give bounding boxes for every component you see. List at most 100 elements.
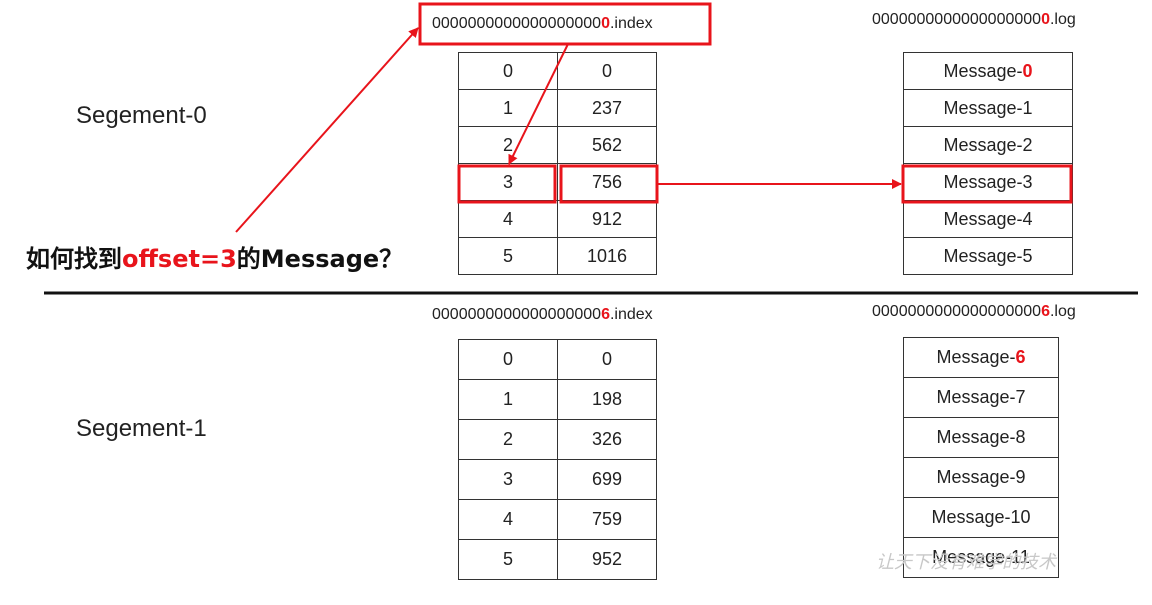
filename-prefix: 0000000000000000000 bbox=[872, 11, 1042, 28]
index-offset-cell: 0 bbox=[458, 339, 558, 380]
message-cell: Message-7 bbox=[903, 377, 1059, 418]
message-prefix: Message- bbox=[943, 60, 1023, 81]
message-number: 3 bbox=[1022, 171, 1033, 192]
filename-suffix: .log bbox=[1049, 303, 1076, 320]
message-cell: Message-2 bbox=[903, 126, 1073, 164]
message-number: 10 bbox=[1010, 507, 1031, 527]
index-offset-cell: 3 bbox=[458, 163, 558, 201]
index-position-cell: 759 bbox=[557, 499, 657, 540]
segment-1-log-filename: 00000000000000000006.log bbox=[872, 303, 1076, 321]
segment-1-index-filename: 00000000000000000006.index bbox=[432, 306, 653, 324]
message-cell: Message-8 bbox=[903, 417, 1059, 458]
message-cell: Message-6 bbox=[903, 337, 1059, 378]
index-position-cell: 699 bbox=[557, 459, 657, 500]
message-prefix: Message- bbox=[943, 208, 1023, 229]
table-row: Message-2 bbox=[903, 126, 1073, 164]
message-number: 7 bbox=[1015, 387, 1026, 407]
index-position-cell: 1016 bbox=[557, 237, 657, 275]
index-position-cell: 912 bbox=[557, 200, 657, 238]
question-text: 如何找到offset=3的Message？ bbox=[26, 239, 403, 274]
index-position-cell: 562 bbox=[557, 126, 657, 164]
filename-highlight: 0 bbox=[601, 15, 610, 32]
message-prefix: Message- bbox=[931, 507, 1011, 527]
filename-highlight: 6 bbox=[601, 306, 610, 323]
message-prefix: Message- bbox=[943, 245, 1023, 266]
index-position-cell: 326 bbox=[557, 419, 657, 460]
table-row: Message-0 bbox=[903, 52, 1073, 90]
segment-1-label: Segement-1 bbox=[76, 415, 207, 442]
message-number: 6 bbox=[1015, 347, 1026, 367]
filename-suffix: .log bbox=[1049, 11, 1076, 28]
filename-suffix: .index bbox=[609, 306, 653, 323]
filename-prefix: 0000000000000000000 bbox=[432, 15, 602, 32]
index-offset-cell: 0 bbox=[458, 52, 558, 90]
segment-0-label: Segement-0 bbox=[76, 102, 207, 129]
table-row: Message-11 bbox=[903, 537, 1059, 578]
index-position-cell: 237 bbox=[557, 89, 657, 127]
message-number: 2 bbox=[1022, 134, 1033, 155]
message-number: 5 bbox=[1022, 245, 1033, 266]
table-row: Message-9 bbox=[903, 457, 1059, 498]
index-position-cell: 0 bbox=[557, 52, 657, 90]
segment-0-log-table: Message-0 Message-1 Message-2 Message-3 … bbox=[903, 52, 1073, 275]
table-row: Message-8 bbox=[903, 417, 1059, 458]
index-position-cell: 198 bbox=[557, 379, 657, 420]
question-part2: 的Message？ bbox=[236, 245, 404, 273]
filename-suffix: .index bbox=[609, 15, 653, 32]
index-position-cell: 756 bbox=[557, 163, 657, 201]
segment-0-index-filename: 00000000000000000000.index bbox=[432, 15, 653, 33]
table-row: Message-1 bbox=[903, 89, 1073, 127]
segment-0-log-filename: 00000000000000000000.log bbox=[872, 11, 1076, 29]
message-prefix: Message- bbox=[943, 134, 1023, 155]
index-offset-cell: 3 bbox=[458, 459, 558, 500]
message-prefix: Message- bbox=[943, 171, 1023, 192]
message-number: 9 bbox=[1015, 467, 1026, 487]
message-number: 0 bbox=[1022, 60, 1033, 81]
message-cell: Message-1 bbox=[903, 89, 1073, 127]
segment-1-log-table: Message-6 Message-7 Message-8 Message-9 … bbox=[903, 337, 1059, 578]
table-row: Message-4 bbox=[903, 200, 1073, 238]
index-offset-cell: 2 bbox=[458, 126, 558, 164]
message-cell: Message-10 bbox=[903, 497, 1059, 538]
index-position-cell: 0 bbox=[557, 339, 657, 380]
message-cell: Message-11 bbox=[903, 537, 1059, 578]
message-cell: Message-5 bbox=[903, 237, 1073, 275]
message-number: 4 bbox=[1022, 208, 1033, 229]
index-offset-cell: 1 bbox=[458, 379, 558, 420]
filename-prefix: 0000000000000000000 bbox=[432, 306, 602, 323]
message-number: 11 bbox=[1011, 547, 1030, 567]
arrow-question-to-index bbox=[235, 27, 419, 233]
filename-highlight: 6 bbox=[1041, 303, 1050, 320]
message-cell: Message-9 bbox=[903, 457, 1059, 498]
message-prefix: Message- bbox=[936, 347, 1016, 367]
table-row: Message-10 bbox=[903, 497, 1059, 538]
message-number: 8 bbox=[1015, 427, 1026, 447]
index-position-cell: 952 bbox=[557, 539, 657, 580]
table-row: Message-5 bbox=[903, 237, 1073, 275]
index-offset-cell: 4 bbox=[458, 499, 558, 540]
message-prefix: Message- bbox=[932, 547, 1012, 567]
message-prefix: Message- bbox=[943, 97, 1023, 118]
message-number: 1 bbox=[1022, 97, 1033, 118]
filename-highlight: 0 bbox=[1041, 11, 1050, 28]
message-cell: Message-3 bbox=[903, 163, 1073, 201]
message-prefix: Message- bbox=[936, 387, 1016, 407]
index-offset-cell: 1 bbox=[458, 89, 558, 127]
message-cell: Message-4 bbox=[903, 200, 1073, 238]
question-highlight: offset=3 bbox=[122, 245, 237, 273]
message-cell: Message-0 bbox=[903, 52, 1073, 90]
message-prefix: Message- bbox=[936, 467, 1016, 487]
question-part1: 如何找到 bbox=[26, 245, 122, 273]
